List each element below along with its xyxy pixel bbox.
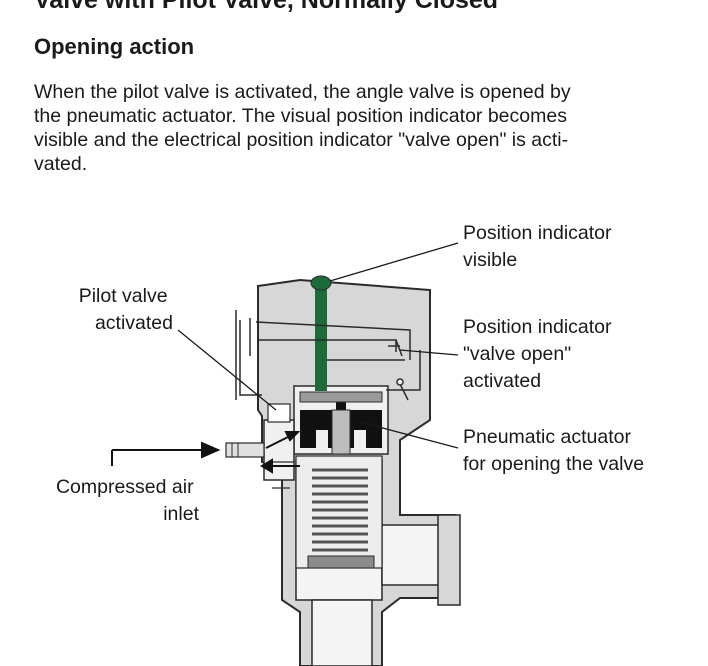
piston-cap [299,391,383,403]
paragraph-line: the pneumatic actuator. The visual posit… [34,105,567,127]
position-switch-wiring [235,310,421,401]
paragraph-line: vated. [34,153,88,175]
air-inlet-fitting [225,442,265,458]
page-title: Valve with Pilot Valve, Normally Closed [34,0,499,14]
valve-plate [307,555,375,569]
outlet-flange [437,514,461,606]
paragraph-line: When the pilot valve is activated, the a… [34,81,571,103]
bottom-pipe [311,599,373,666]
leader-pilot-valve [177,329,277,411]
piston-stem [331,409,351,455]
indicator-cap [310,275,332,291]
leader-valve-open [399,349,459,356]
bellows-spring [295,455,383,569]
air-flow-arrows [111,431,301,474]
label-position-indicator-valve-open: Position indicator "valve open" activate… [463,316,617,392]
paragraph-line: visible and the electrical position indi… [34,129,569,151]
visual-position-indicator [310,275,332,391]
actuator-housing [293,385,389,455]
valve-open-switch [388,339,404,386]
section-title: Opening action [34,34,195,59]
leader-lines [177,242,459,449]
opening-action-paragraph: When the pilot valve is activated, the a… [34,80,702,176]
indicator-rod [315,283,327,391]
label-pneumatic-actuator: Pneumatic actuator for opening the valve [463,426,644,475]
label-compressed-air-inlet: Compressed air inlet [56,476,200,525]
label-pilot-valve-activated: Pilot valve activated [79,285,173,334]
leader-position-visible [329,242,459,282]
outlet-pipe [381,524,443,586]
label-position-indicator-visible: Position indicator visible [463,222,617,271]
leader-pneumatic-actuator [359,421,459,449]
bellows-coils [312,468,368,552]
